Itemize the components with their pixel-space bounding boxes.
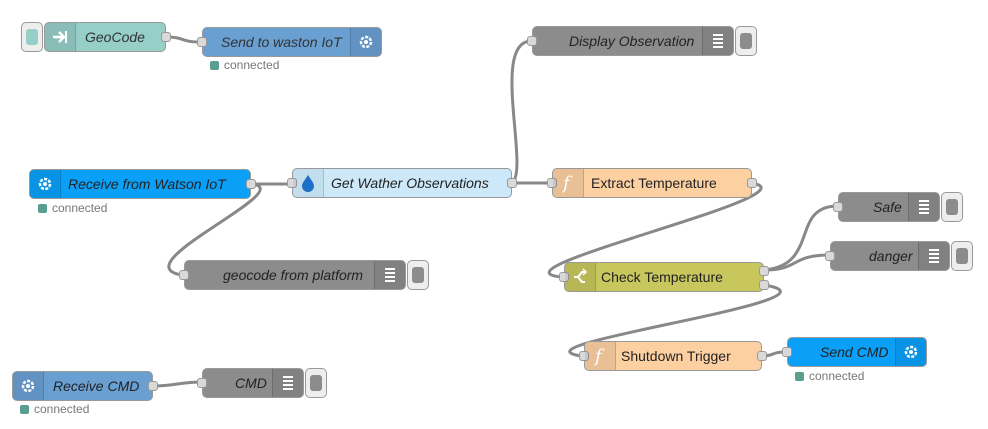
send-cmd-iot-node[interactable]: Send CMD xyxy=(782,337,927,367)
wire-check-to-shutdown xyxy=(568,283,782,358)
wire-getweather-to-display xyxy=(510,39,533,185)
shutdown-trigger-function-node[interactable]: f Shutdown Trigger xyxy=(579,341,767,371)
output-port[interactable] xyxy=(507,178,517,188)
debug-toggle-button[interactable] xyxy=(407,260,429,290)
danger-debug-node[interactable]: danger xyxy=(825,241,973,271)
node-label: GeoCode xyxy=(85,29,145,45)
iot-gear-icon xyxy=(13,372,44,400)
geocode-inject-node[interactable]: GeoCode xyxy=(21,22,171,52)
wire-check-to-safe xyxy=(763,204,839,272)
output-port[interactable] xyxy=(757,351,767,361)
node-label: CMD xyxy=(235,375,267,391)
output-port[interactable] xyxy=(148,381,158,391)
status-text: connected xyxy=(224,58,280,72)
node-label: Get Wather Observations xyxy=(331,175,489,191)
function-icon: f xyxy=(585,342,616,370)
cmd-debug-node[interactable]: CMD xyxy=(197,368,327,398)
status-indicator: connected xyxy=(20,402,89,416)
node-label: Send CMD xyxy=(820,344,889,360)
input-port[interactable] xyxy=(197,37,207,47)
list-icon xyxy=(374,261,405,289)
debug-toggle-button[interactable] xyxy=(951,241,973,271)
arrow-in-icon xyxy=(45,23,76,51)
list-icon xyxy=(272,369,303,397)
receive-cmd-iot-node[interactable]: Receive CMD xyxy=(12,371,158,401)
iot-gear-icon xyxy=(895,338,926,366)
inject-button[interactable] xyxy=(21,22,43,52)
switch-icon xyxy=(565,263,596,291)
display-observation-debug-node[interactable]: Display Observation xyxy=(527,26,757,56)
svg-text:f: f xyxy=(561,173,573,193)
list-icon xyxy=(702,27,733,55)
node-label: Extract Temperature xyxy=(591,175,717,191)
status-indicator: connected xyxy=(38,201,107,215)
geocode-from-platform-debug-node[interactable]: geocode from platform xyxy=(179,260,429,290)
water-drop-icon xyxy=(293,169,324,197)
wire-receive-to-geocode-platform xyxy=(167,182,262,277)
output-port-1[interactable] xyxy=(759,266,769,276)
status-text: connected xyxy=(809,369,865,383)
extract-temperature-function-node[interactable]: f Extract Temperature xyxy=(547,168,757,198)
input-port[interactable] xyxy=(197,378,207,388)
status-indicator: connected xyxy=(795,369,864,383)
send-waston-iot-node[interactable]: Send to waston IoT xyxy=(197,27,382,57)
check-temperature-switch-node[interactable]: Check Temperature xyxy=(559,262,769,292)
input-port[interactable] xyxy=(782,347,792,357)
debug-toggle-button[interactable] xyxy=(735,26,757,56)
input-port[interactable] xyxy=(179,270,189,280)
node-label: Check Temperature xyxy=(601,269,723,285)
status-dot xyxy=(38,204,47,213)
node-label: danger xyxy=(869,248,913,264)
input-port[interactable] xyxy=(833,202,843,212)
input-port[interactable] xyxy=(547,178,557,188)
get-weather-observations-node[interactable]: Get Wather Observations xyxy=(287,168,517,198)
status-dot xyxy=(795,372,804,381)
list-icon xyxy=(908,193,939,221)
list-icon xyxy=(918,242,949,270)
node-label: Safe xyxy=(873,199,902,215)
wire-receivecmd-to-cmd xyxy=(152,380,203,388)
output-port-2[interactable] xyxy=(759,280,769,290)
node-label: Receive from Watson IoT xyxy=(68,176,226,192)
input-port[interactable] xyxy=(825,251,835,261)
input-port[interactable] xyxy=(527,36,537,46)
node-label: geocode from platform xyxy=(223,267,364,283)
wire-geocode-to-send xyxy=(165,35,201,44)
debug-toggle-button[interactable] xyxy=(941,192,963,222)
status-dot xyxy=(210,61,219,70)
input-port[interactable] xyxy=(287,178,297,188)
function-icon: f xyxy=(553,169,584,197)
iot-gear-icon xyxy=(350,28,381,56)
output-port[interactable] xyxy=(747,178,757,188)
svg-text:f: f xyxy=(593,346,605,366)
iot-gear-icon xyxy=(30,170,61,198)
input-port[interactable] xyxy=(559,272,569,282)
node-label: Shutdown Trigger xyxy=(621,348,731,364)
status-text: connected xyxy=(34,402,90,416)
output-port[interactable] xyxy=(161,32,171,42)
node-label: Display Observation xyxy=(569,33,695,49)
safe-debug-node[interactable]: Safe xyxy=(833,192,963,222)
node-label: Send to waston IoT xyxy=(221,34,342,50)
wire-check-to-danger xyxy=(763,253,831,272)
node-label: Receive CMD xyxy=(53,378,140,394)
debug-toggle-button[interactable] xyxy=(305,368,327,398)
input-port[interactable] xyxy=(579,351,589,361)
output-port[interactable] xyxy=(246,179,256,189)
status-dot xyxy=(20,405,29,414)
status-indicator: connected xyxy=(210,58,279,72)
status-text: connected xyxy=(52,201,108,215)
wire-extract-to-check xyxy=(548,181,763,279)
receive-watson-iot-node[interactable]: Receive from Watson IoT xyxy=(29,169,256,199)
